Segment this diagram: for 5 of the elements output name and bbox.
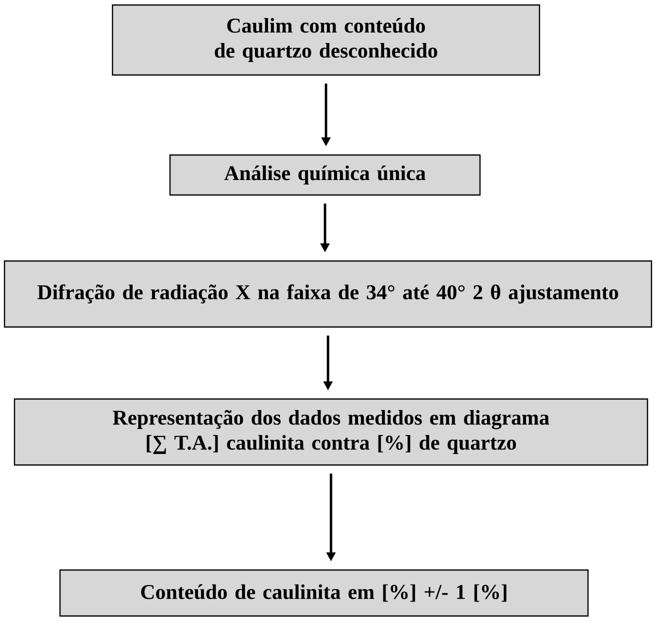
- process-box: Caulim com conteúdo de quartzo desconhecido: [112, 4, 540, 76]
- process-box: Difração de radiação X na faixa de 34° até 40° 2 θ ajustamento: [4, 260, 652, 328]
- process-box: Conteúdo de caulinita em [%] +/- 1 [%]: [59, 569, 589, 617]
- process-box: Representação dos dados medidos em diagrama [∑ T.A.] caulinita contra [%] de quartzo: [14, 398, 648, 466]
- process-box: Análise química única: [169, 154, 481, 196]
